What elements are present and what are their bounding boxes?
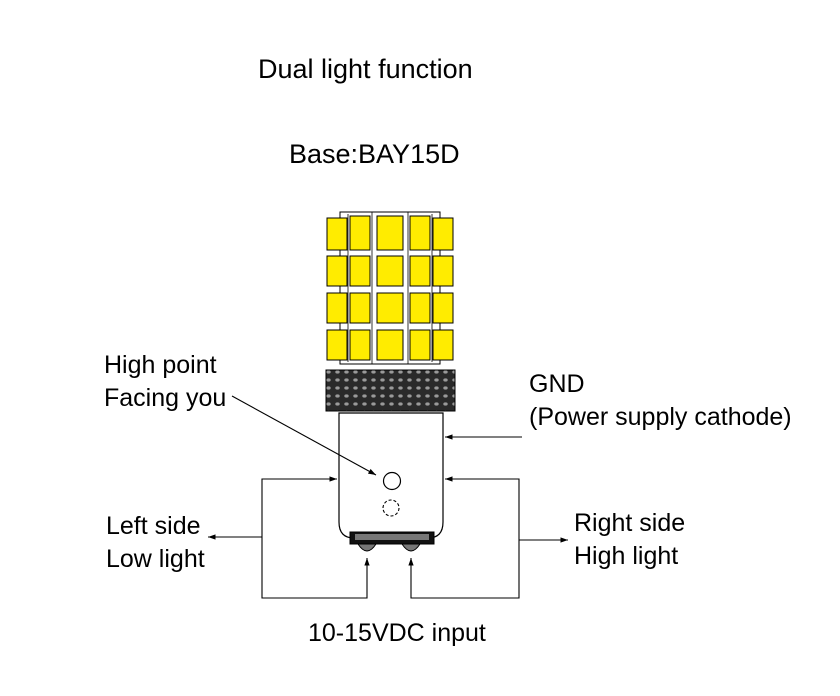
diagram-subtitle: Base:BAY15D [289, 139, 460, 169]
high-point-pointer [231, 395, 377, 476]
hidden-pin [382, 499, 400, 517]
high-point-label: High point Facing you [104, 349, 226, 415]
right-line2: High light [574, 542, 679, 570]
diagram-title: Dual light function [258, 54, 473, 84]
right-circuit [408, 476, 568, 599]
input-voltage-label: 10-15VDC input [308, 619, 486, 647]
right-line1: Right side [574, 509, 686, 537]
left-line2: Low light [106, 545, 205, 573]
high-point-line2: Facing you [104, 384, 227, 412]
left-line1: Left side [106, 512, 201, 540]
gnd-line2: (Power supply cathode) [529, 403, 792, 431]
left-circuit [208, 476, 370, 599]
heatsink-band [325, 369, 456, 412]
high-point-pin [382, 471, 402, 491]
high-point-line1: High point [104, 351, 217, 379]
gnd-label: GND (Power supply cathode) [529, 368, 792, 434]
left-side-label: Left side Low light [106, 510, 205, 576]
base-contacts [349, 531, 435, 552]
right-side-label: Right side High light [574, 507, 685, 573]
gnd-line1: GND [529, 370, 585, 398]
led-chips [326, 215, 454, 361]
